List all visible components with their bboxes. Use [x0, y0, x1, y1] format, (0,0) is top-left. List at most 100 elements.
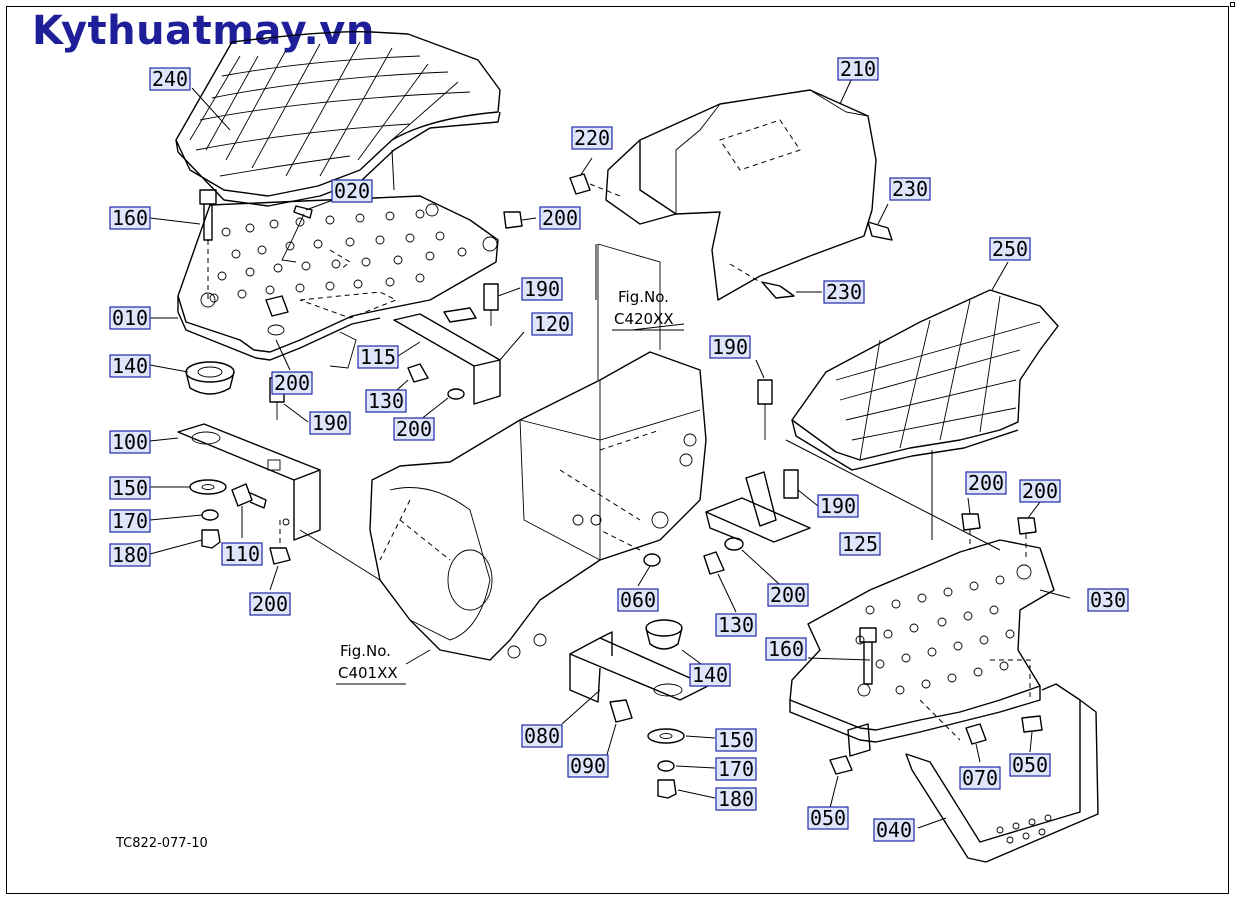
callout-160-right-box — [765, 637, 807, 661]
leader-lines — [149, 77, 1071, 829]
lockwasher-170-left — [201, 509, 219, 521]
bolt-230-b — [729, 263, 795, 299]
callout-115-box — [357, 345, 399, 369]
callout-170-right: 170 — [715, 757, 757, 781]
nut-200-f — [1017, 517, 1037, 560]
callout-190-b: 190 — [521, 277, 563, 301]
callout-210-text: 210 — [840, 57, 876, 81]
callout-170-left: 170 — [109, 509, 151, 533]
callout-070: 070 — [959, 766, 1001, 790]
callout-120: 120 — [531, 312, 573, 336]
figure-ref-c420xx-line2: C420XX — [614, 310, 674, 328]
callout-190-d-box — [817, 494, 859, 518]
stud-190-d — [783, 469, 799, 499]
callout-240-box — [149, 67, 191, 91]
callout-050-b-text: 050 — [810, 806, 846, 830]
bolt-230-a — [867, 221, 893, 241]
callout-120-text: 120 — [534, 312, 570, 336]
bolt-090 — [609, 699, 633, 723]
callout-010: 010 — [109, 306, 151, 330]
bolt-130-a — [407, 363, 429, 383]
callout-220-text: 220 — [574, 126, 610, 150]
step-040 — [905, 683, 1099, 863]
callout-090-text: 090 — [570, 754, 606, 778]
bracket-080 — [569, 631, 709, 703]
callout-130-a: 130 — [365, 389, 407, 413]
callout-160-left-box — [109, 206, 151, 230]
callout-200-b-box — [271, 371, 313, 395]
callout-200-a-box — [249, 592, 291, 616]
callout-020-box — [331, 179, 373, 203]
nut-200-g — [724, 537, 744, 551]
callout-060-text: 060 — [620, 588, 656, 612]
callout-020: 020 — [331, 179, 373, 203]
drawing-code: TC822-077-10 — [116, 836, 208, 851]
lever-020 — [281, 205, 313, 263]
callout-230-a-box — [889, 177, 931, 201]
bracket-small-right — [847, 723, 871, 757]
callout-130-a-box — [365, 389, 407, 413]
callout-250-text: 250 — [992, 237, 1028, 261]
callout-200-c-text: 200 — [542, 206, 578, 230]
callout-150-right-box — [715, 728, 757, 752]
callout-110: 110 — [221, 542, 263, 566]
figure-ref-c401xx-line2: C401XX — [338, 664, 398, 682]
callout-190-c-text: 190 — [712, 335, 748, 359]
callout-200-c: 200 — [539, 206, 581, 230]
callout-030-box — [1087, 588, 1129, 612]
callout-125: 125 — [839, 532, 881, 556]
callout-100-text: 100 — [112, 430, 148, 454]
washer-150-left — [189, 479, 227, 495]
nut-200-e — [961, 513, 981, 550]
callout-200-f: 200 — [1019, 479, 1061, 503]
callout-200-d-text: 200 — [396, 417, 432, 441]
callout-190-c: 190 — [709, 335, 751, 359]
rubber-mount-140-right — [645, 619, 683, 650]
callout-230-a-text: 230 — [892, 177, 928, 201]
callout-180-left-box — [109, 543, 151, 567]
figure-ref-c420xx-line1: Fig.No. — [618, 288, 669, 306]
callout-050-a: 050 — [1009, 753, 1051, 777]
callout-160-left-text: 160 — [112, 206, 148, 230]
callout-210-box — [837, 57, 879, 81]
callout-140-left: 140 — [109, 354, 151, 378]
callout-040-box — [873, 818, 915, 842]
callout-200-a: 200 — [249, 592, 291, 616]
callout-220-box — [571, 126, 613, 150]
callout-160-right-text: 160 — [768, 637, 804, 661]
callout-200-a-text: 200 — [252, 592, 288, 616]
lockwasher-170-right — [657, 760, 675, 772]
callout-200-f-text: 200 — [1022, 479, 1058, 503]
callout-080-box — [521, 724, 563, 748]
callout-150-left-box — [109, 476, 151, 500]
bolt-050-a — [1021, 715, 1043, 733]
callout-190-a-text: 190 — [312, 411, 348, 435]
callout-230-b-box — [823, 280, 865, 304]
callout-170-left-box — [109, 509, 151, 533]
nut-180-right — [657, 779, 677, 799]
callout-150-left-text: 150 — [112, 476, 148, 500]
callout-150-right: 150 — [715, 728, 757, 752]
callout-190-d: 190 — [817, 494, 859, 518]
callout-130-b: 130 — [715, 613, 757, 637]
callout-070-box — [959, 766, 1001, 790]
callout-200-e-box — [965, 471, 1007, 495]
callout-220: 220 — [571, 126, 613, 150]
callout-050-a-text: 050 — [1012, 753, 1048, 777]
callout-240-text: 240 — [152, 67, 188, 91]
callout-200-e: 200 — [965, 471, 1007, 495]
callout-200-g-text: 200 — [770, 583, 806, 607]
callout-190-a: 190 — [309, 411, 351, 435]
callout-090-box — [567, 754, 609, 778]
callout-100-box — [109, 430, 151, 454]
callout-120-box — [531, 312, 573, 336]
callout-190-b-box — [521, 277, 563, 301]
callout-020-text: 020 — [334, 179, 370, 203]
nut-200-c — [503, 211, 523, 229]
floor-plate-030 — [789, 539, 1055, 743]
rubber-mount-140-left — [185, 361, 235, 395]
callout-230-a: 230 — [889, 177, 931, 201]
nut-180-left — [201, 529, 221, 549]
stud-190-c — [757, 379, 773, 440]
